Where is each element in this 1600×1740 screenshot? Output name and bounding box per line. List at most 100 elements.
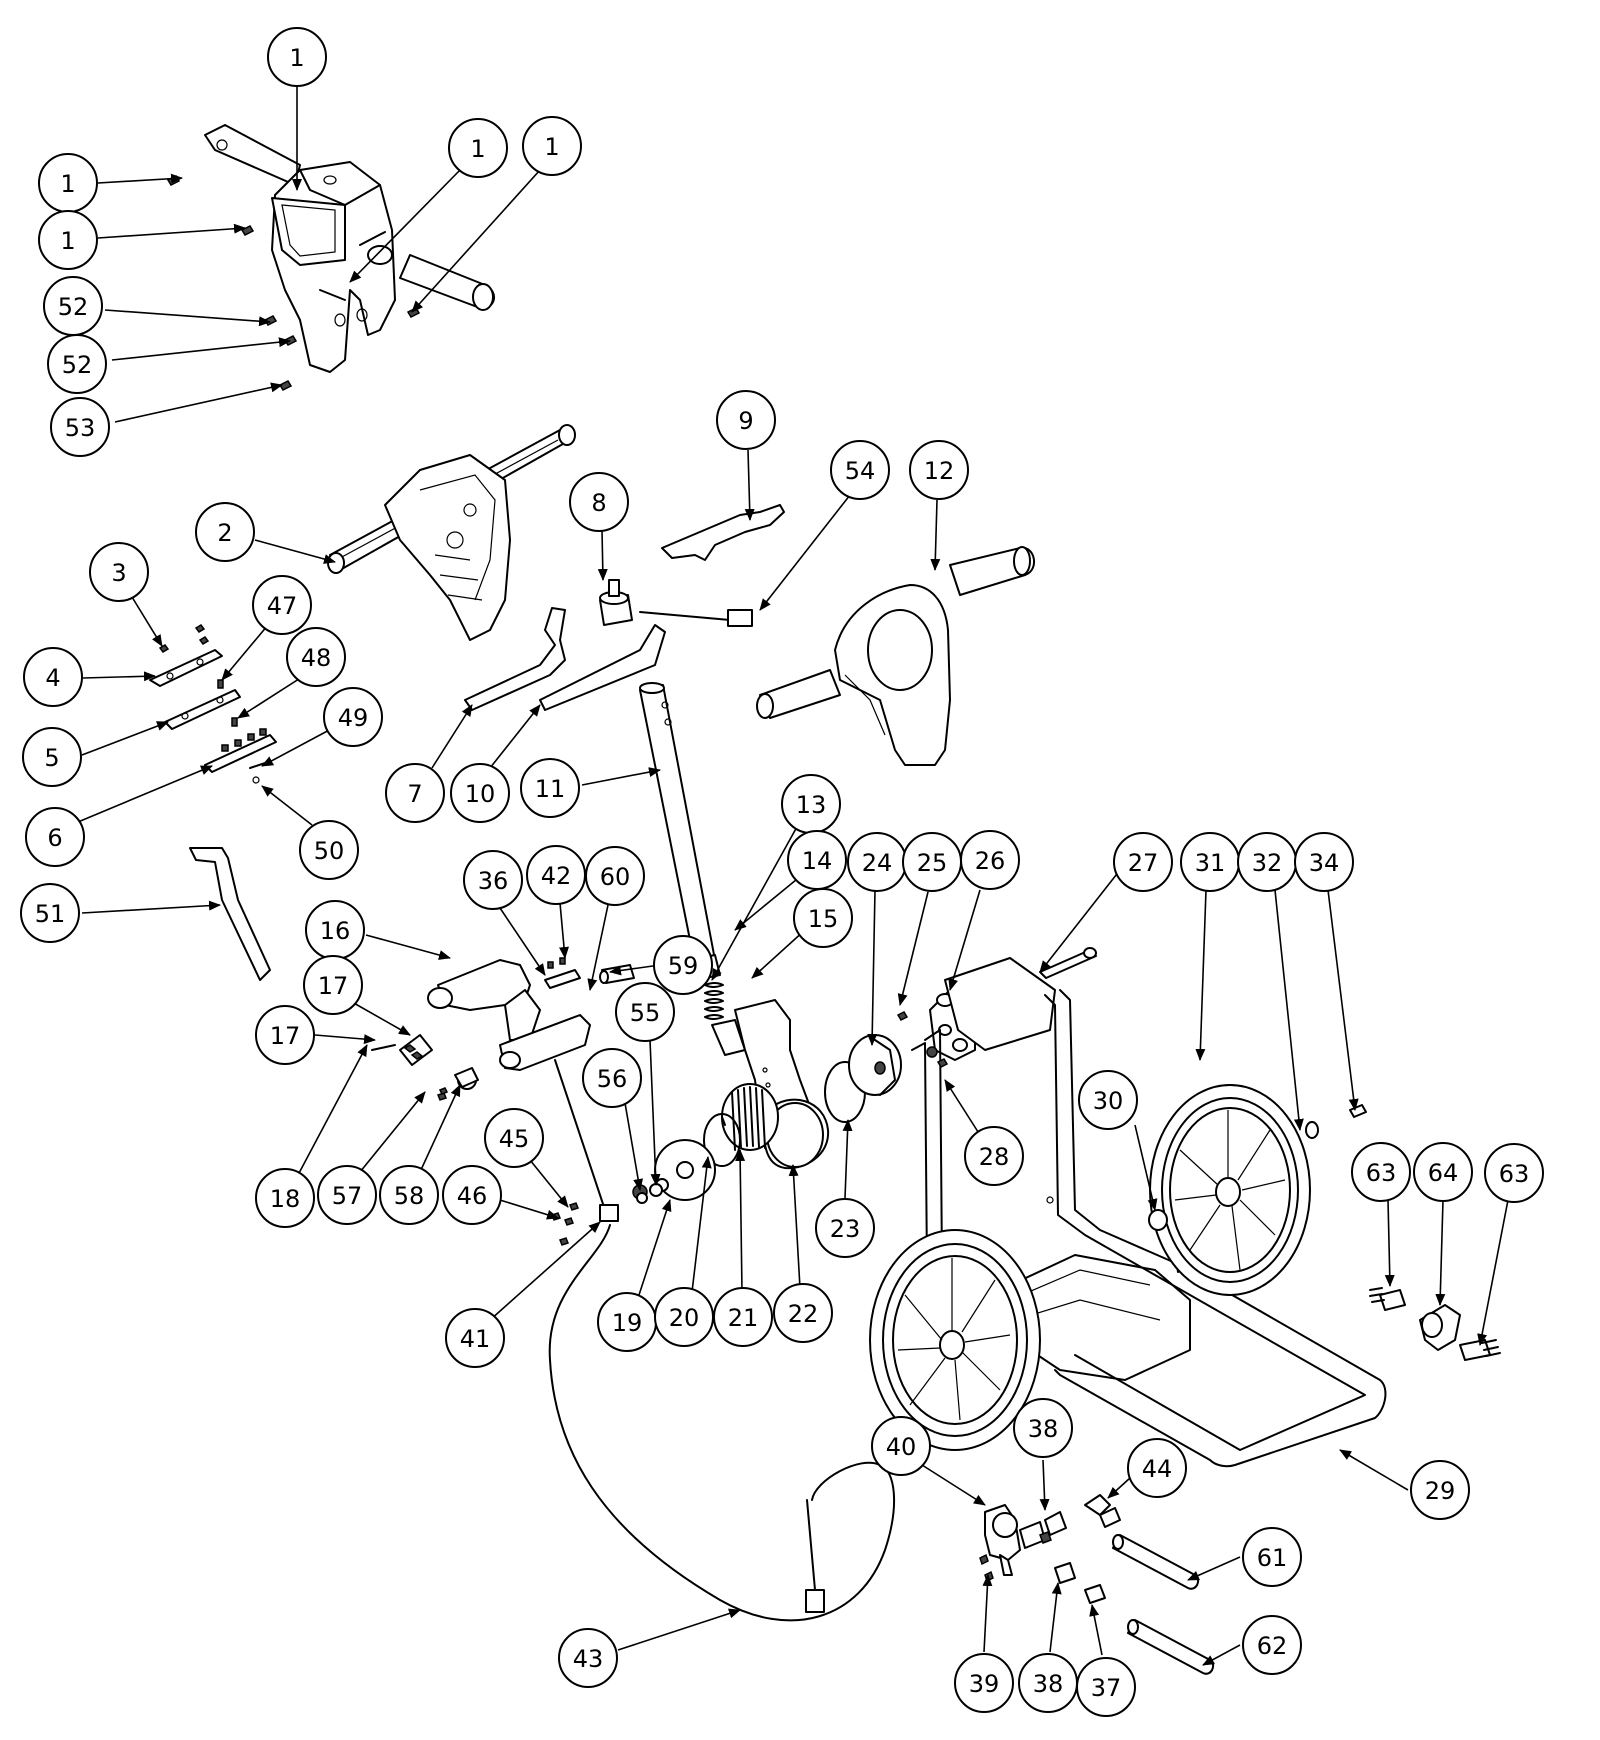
callout-number: 8 bbox=[591, 489, 606, 517]
leader-line-19 bbox=[637, 1199, 672, 1299]
callout-number: 24 bbox=[862, 849, 893, 877]
callout-52: 52 bbox=[43, 276, 103, 336]
callout-number: 40 bbox=[886, 1433, 917, 1461]
leader-line-8 bbox=[597, 529, 608, 581]
callout-48: 48 bbox=[286, 627, 346, 687]
callout-number: 62 bbox=[1257, 1632, 1288, 1660]
leader-line-49 bbox=[261, 727, 334, 767]
callout-number: 17 bbox=[318, 972, 349, 1000]
callout-1: 1 bbox=[38, 153, 98, 213]
hose-segments bbox=[1112, 1534, 1214, 1675]
callout-number: 51 bbox=[35, 900, 66, 928]
callout-10: 10 bbox=[450, 763, 510, 823]
callout-circle bbox=[653, 935, 713, 995]
callout-number: 38 bbox=[1033, 1670, 1064, 1698]
callout-13: 13 bbox=[781, 774, 841, 834]
leader-line-57 bbox=[359, 1091, 426, 1173]
callout-circle bbox=[615, 982, 675, 1042]
callout-circle bbox=[793, 888, 853, 948]
callout-circle bbox=[23, 647, 83, 707]
leader-line-7 bbox=[431, 704, 473, 769]
callout-51: 51 bbox=[20, 883, 80, 943]
callout-59: 59 bbox=[653, 935, 713, 995]
callout-5: 5 bbox=[22, 727, 82, 787]
callout-55: 55 bbox=[615, 982, 675, 1042]
callout-number: 43 bbox=[573, 1645, 604, 1673]
leader-line-22 bbox=[788, 1164, 801, 1289]
callout-number: 42 bbox=[541, 862, 572, 890]
callout-29: 29 bbox=[1410, 1460, 1470, 1520]
callout-37: 37 bbox=[1076, 1657, 1136, 1717]
callout-circle bbox=[526, 845, 586, 905]
callout-number: 53 bbox=[65, 414, 96, 442]
callout-circle bbox=[379, 1165, 439, 1225]
leader-line-25 bbox=[897, 891, 929, 1006]
callout-63: 63 bbox=[1351, 1142, 1411, 1202]
callout-38: 38 bbox=[1013, 1398, 1073, 1458]
callout-circle bbox=[303, 955, 363, 1015]
callout-circle bbox=[1113, 832, 1173, 892]
callout-circle bbox=[871, 1416, 931, 1476]
callout-38: 38 bbox=[1018, 1653, 1078, 1713]
callout-number: 5 bbox=[44, 744, 59, 772]
callout-circle bbox=[255, 1005, 315, 1065]
leader-line-46 bbox=[499, 1199, 559, 1220]
callout-circle bbox=[1294, 832, 1354, 892]
callout-circle bbox=[520, 758, 580, 818]
leader-line-11 bbox=[581, 767, 661, 786]
callout-circle bbox=[299, 820, 359, 880]
callout-circle bbox=[960, 830, 1020, 890]
leader-line-48 bbox=[237, 676, 303, 719]
callout-number: 4 bbox=[45, 664, 60, 692]
callout-61: 61 bbox=[1242, 1527, 1302, 1587]
callout-circle bbox=[50, 397, 110, 457]
lower-axle-assembly bbox=[734, 984, 976, 1170]
callout-23: 23 bbox=[815, 1198, 875, 1258]
leader-line-62 bbox=[1202, 1644, 1241, 1666]
callout-circle bbox=[1013, 1398, 1073, 1458]
callout-number: 23 bbox=[830, 1215, 861, 1243]
callout-number: 41 bbox=[460, 1325, 491, 1353]
leader-line-1 bbox=[349, 167, 463, 283]
callout-47: 47 bbox=[252, 575, 312, 635]
leader-line-38 bbox=[1039, 1459, 1050, 1511]
callout-number: 63 bbox=[1366, 1159, 1397, 1187]
callout-number: 13 bbox=[796, 791, 827, 819]
callout-8: 8 bbox=[569, 472, 629, 532]
callout-64: 64 bbox=[1413, 1142, 1473, 1202]
callout-circle bbox=[252, 575, 312, 635]
callout-number: 1 bbox=[60, 170, 75, 198]
callout-number: 26 bbox=[975, 847, 1006, 875]
fittings-right bbox=[1369, 1287, 1501, 1361]
callout-circle bbox=[1078, 1070, 1138, 1130]
leader-line-52 bbox=[111, 337, 291, 361]
callout-number: 57 bbox=[332, 1182, 363, 1210]
callout-54: 54 bbox=[830, 440, 890, 500]
callout-1: 1 bbox=[448, 118, 508, 178]
callout-number: 48 bbox=[301, 644, 332, 672]
callout-number: 17 bbox=[270, 1022, 301, 1050]
callout-43: 43 bbox=[558, 1628, 618, 1688]
callout-number: 19 bbox=[612, 1309, 643, 1337]
leader-line-1 bbox=[411, 169, 541, 313]
callout-number: 58 bbox=[394, 1182, 425, 1210]
leader-line-31 bbox=[1195, 889, 1207, 1061]
callout-20: 20 bbox=[654, 1287, 714, 1347]
callout-60: 60 bbox=[585, 846, 645, 906]
cable-assembly bbox=[548, 1059, 896, 1622]
callout-31: 31 bbox=[1180, 832, 1240, 892]
callout-24: 24 bbox=[847, 832, 907, 892]
leader-line-18 bbox=[297, 1044, 368, 1176]
callout-number: 9 bbox=[738, 407, 753, 435]
leader-line-6 bbox=[77, 765, 213, 823]
leader-line-51 bbox=[81, 900, 221, 914]
callout-63: 63 bbox=[1484, 1143, 1544, 1203]
leader-line-42 bbox=[559, 902, 569, 959]
callout-41: 41 bbox=[445, 1308, 505, 1368]
leader-line-17 bbox=[314, 1034, 376, 1045]
callout-number: 32 bbox=[1252, 849, 1283, 877]
leader-line-20 bbox=[691, 1156, 712, 1293]
callout-circle bbox=[585, 846, 645, 906]
leader-line-24 bbox=[867, 889, 878, 1046]
callout-circle bbox=[448, 118, 508, 178]
